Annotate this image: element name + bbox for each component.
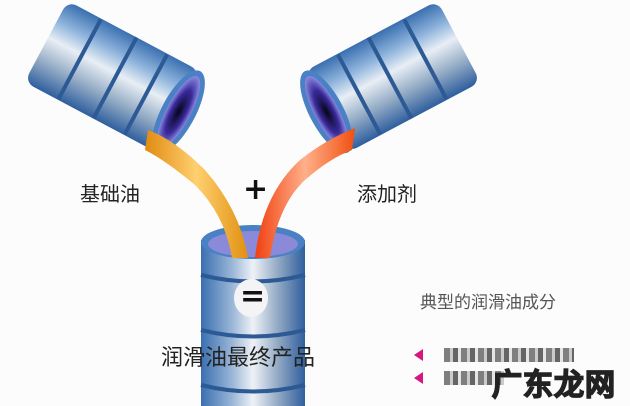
arrow-bullet-icon <box>414 372 423 384</box>
base-oil-stream <box>145 130 248 258</box>
obscured-line <box>444 371 504 385</box>
arrow-bullet-icon <box>414 349 423 361</box>
base-oil-label: 基础油 <box>80 182 140 206</box>
additive-label: 添加剂 <box>357 182 417 206</box>
additive-barrel <box>300 4 477 154</box>
final-product-barrel <box>200 225 306 406</box>
base-oil-barrel <box>28 4 205 154</box>
additive-stream <box>255 128 355 258</box>
plus-sign: + <box>243 172 269 207</box>
watermark: 广东龙网 <box>491 367 616 404</box>
composition-title: 典型的润滑油成分 <box>420 293 556 313</box>
final-product-label: 润滑油最终产品 <box>161 346 316 371</box>
equals-sign: = <box>240 279 266 314</box>
obscured-line <box>444 348 574 362</box>
